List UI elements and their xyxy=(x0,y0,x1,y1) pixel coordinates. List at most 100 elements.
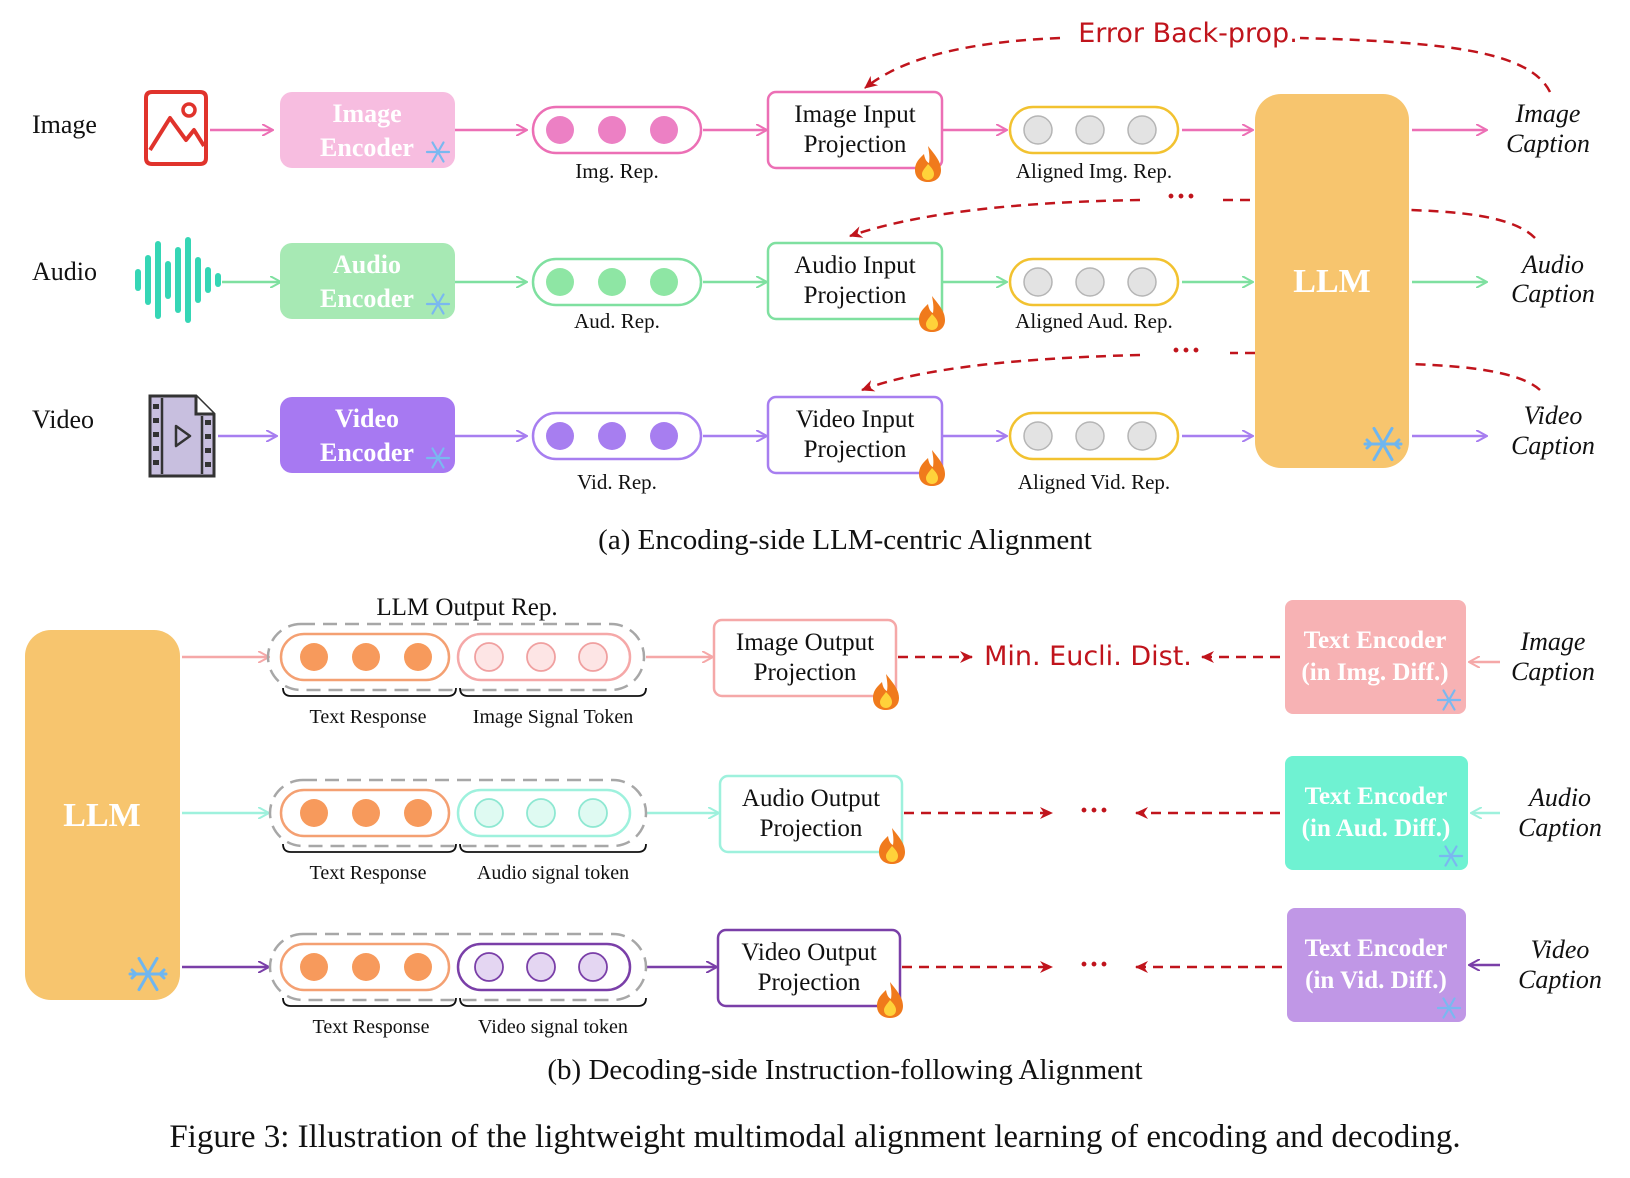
decoding-llm-label: LLM xyxy=(63,797,140,834)
audio-encoder-label-2: Encoder xyxy=(320,284,414,313)
aligned-aud-rep-label: Aligned Aud. Rep. xyxy=(1015,309,1173,333)
aligned-vid-rep-label: Aligned Vid. Rep. xyxy=(1018,470,1170,494)
text-encoder-aud-label-2: (in Aud. Diff.) xyxy=(1302,815,1451,842)
enc-audio-caption-1: Audio xyxy=(1520,250,1584,279)
enc-image-caption-1: Image xyxy=(1515,99,1581,128)
fire-icon xyxy=(915,146,945,486)
min-dist-arrows xyxy=(898,651,1282,973)
video-encoder-box: Video Encoder xyxy=(280,397,455,473)
subcaption-b: (b) Decoding-side Instruction-following … xyxy=(547,1054,1142,1086)
image-output-projection-label: Image Output xyxy=(736,629,874,656)
dec-row1-text-response-label: Text Response xyxy=(310,706,427,728)
figure-caption: Figure 3: Illustration of the lightweigh… xyxy=(169,1119,1460,1155)
aligned-img-rep-label: Aligned Img. Rep. xyxy=(1016,159,1172,183)
dec-video-caption-2: Caption xyxy=(1518,965,1602,994)
text-encoder-aud-box: Text Encoder (in Aud. Diff.) xyxy=(1285,756,1468,870)
dec-video-caption-1: Video xyxy=(1531,935,1590,964)
img-rep-label: Img. Rep. xyxy=(575,159,658,183)
dec-row2-signal-label: Audio signal token xyxy=(477,862,629,884)
text-encoder-img-box: Text Encoder (in Img. Diff.) xyxy=(1285,600,1466,714)
aligned-img-rep-pill xyxy=(1008,105,1180,155)
text-encoder-img-label-2: (in Img. Diff.) xyxy=(1301,659,1448,686)
image-icon xyxy=(144,90,208,166)
dec-image-caption-1: Image xyxy=(1520,627,1586,656)
decoding-llm-box: LLM xyxy=(25,630,180,1000)
video-encoder-label: Video xyxy=(335,404,399,433)
output-rep-groups xyxy=(266,622,648,1002)
video-output-projection-label: Video Output xyxy=(741,939,876,966)
brace-lines xyxy=(282,687,647,1007)
dec-audio-caption-2: Caption xyxy=(1518,813,1602,842)
enc-image-caption-2: Caption xyxy=(1506,129,1590,158)
audio-output-projection-label: Audio Output xyxy=(742,785,880,812)
decoding-caption-arrows xyxy=(1470,662,1500,965)
text-encoder-vid-box: Text Encoder (in Vid. Diff.) xyxy=(1287,908,1466,1022)
image-input-projection-label-2: Projection xyxy=(804,131,907,158)
error-backprop-label: Error Back-prop. xyxy=(1078,18,1298,49)
audio-output-projection-box: Audio Output Projection xyxy=(718,774,904,854)
image-input-projection-label: Image Input xyxy=(794,101,916,128)
video-output-projection-label-2: Projection xyxy=(758,969,861,996)
text-encoder-vid-label-2: (in Vid. Diff.) xyxy=(1305,967,1447,994)
row-label-video: Video xyxy=(32,405,94,434)
snowflake-icon xyxy=(425,141,451,469)
image-encoder-box: Image Encoder xyxy=(280,92,455,168)
dec-dots-2: ··· xyxy=(1079,948,1109,981)
audio-output-projection-label-2: Projection xyxy=(760,815,863,842)
dec-row1-signal-pill xyxy=(456,632,632,682)
audio-input-projection-label-2: Projection xyxy=(804,282,907,309)
image-encoder-label-2: Encoder xyxy=(320,133,414,162)
audio-encoder-box: Audio Encoder xyxy=(280,243,455,319)
llm-output-rep-label: LLM Output Rep. xyxy=(376,594,557,621)
enc-dots-2: ··· xyxy=(1171,334,1201,367)
snowflake-icon xyxy=(1436,689,1464,1019)
dec-row3-signal-pill xyxy=(456,942,632,992)
dec-dots-1: ··· xyxy=(1079,794,1109,827)
enc-video-caption-1: Video xyxy=(1524,401,1583,430)
video-input-projection-label: Video Input xyxy=(796,406,915,433)
video-input-projection-label-2: Projection xyxy=(804,436,907,463)
img-rep-pill xyxy=(531,105,703,155)
row-label-audio: Audio xyxy=(32,257,97,286)
encoding-llm-label: LLM xyxy=(1293,263,1370,300)
audio-encoder-label: Audio xyxy=(333,250,401,279)
dec-row3-text-pill xyxy=(279,942,451,992)
text-encoder-aud-label: Text Encoder xyxy=(1305,783,1448,810)
error-backprop-arrows xyxy=(849,36,1552,392)
video-output-projection-box: Video Output Projection xyxy=(716,928,902,1008)
image-output-projection-box: Image Output Projection xyxy=(712,618,898,698)
aud-rep-pill xyxy=(531,257,703,307)
dec-row2-text-response-label: Text Response xyxy=(310,862,427,884)
enc-video-caption-2: Caption xyxy=(1511,431,1595,460)
dec-row2-text-pill xyxy=(279,788,451,838)
video-film-icon xyxy=(148,394,216,478)
vid-rep-label: Vid. Rep. xyxy=(577,470,657,494)
text-encoder-vid-label: Text Encoder xyxy=(1305,935,1448,962)
audio-input-projection-label: Audio Input xyxy=(794,252,916,279)
audio-input-projection-box: Audio Input Projection xyxy=(766,241,944,321)
enc-dots-1: ··· xyxy=(1166,180,1196,213)
image-encoder-label: Image xyxy=(332,99,401,128)
aligned-aud-rep-pill xyxy=(1008,257,1180,307)
row-label-image: Image xyxy=(32,110,97,139)
dec-audio-caption-1: Audio xyxy=(1527,783,1591,812)
image-input-projection-box: Image Input Projection xyxy=(766,90,944,170)
video-encoder-label-2: Encoder xyxy=(320,438,414,467)
dec-row1-signal-label: Image Signal Token xyxy=(473,706,633,728)
min-dist-label: Min. Eucli. Dist. xyxy=(984,641,1192,672)
subcaption-a: (a) Encoding-side LLM-centric Alignment xyxy=(598,524,1092,556)
snowflake-icon xyxy=(128,956,168,992)
text-encoder-img-label: Text Encoder xyxy=(1304,627,1447,654)
aligned-vid-rep-pill xyxy=(1008,411,1180,461)
aud-rep-label: Aud. Rep. xyxy=(574,309,660,333)
dec-image-caption-2: Caption xyxy=(1511,657,1595,686)
dec-row2-signal-pill xyxy=(456,788,632,838)
snowflake-icon xyxy=(1363,426,1403,462)
image-output-projection-label-2: Projection xyxy=(754,659,857,686)
dec-row3-text-response-label: Text Response xyxy=(313,1016,430,1038)
encoding-llm-box: LLM xyxy=(1255,94,1409,468)
enc-audio-caption-2: Caption xyxy=(1511,279,1595,308)
audio-waveform-icon xyxy=(135,237,221,323)
